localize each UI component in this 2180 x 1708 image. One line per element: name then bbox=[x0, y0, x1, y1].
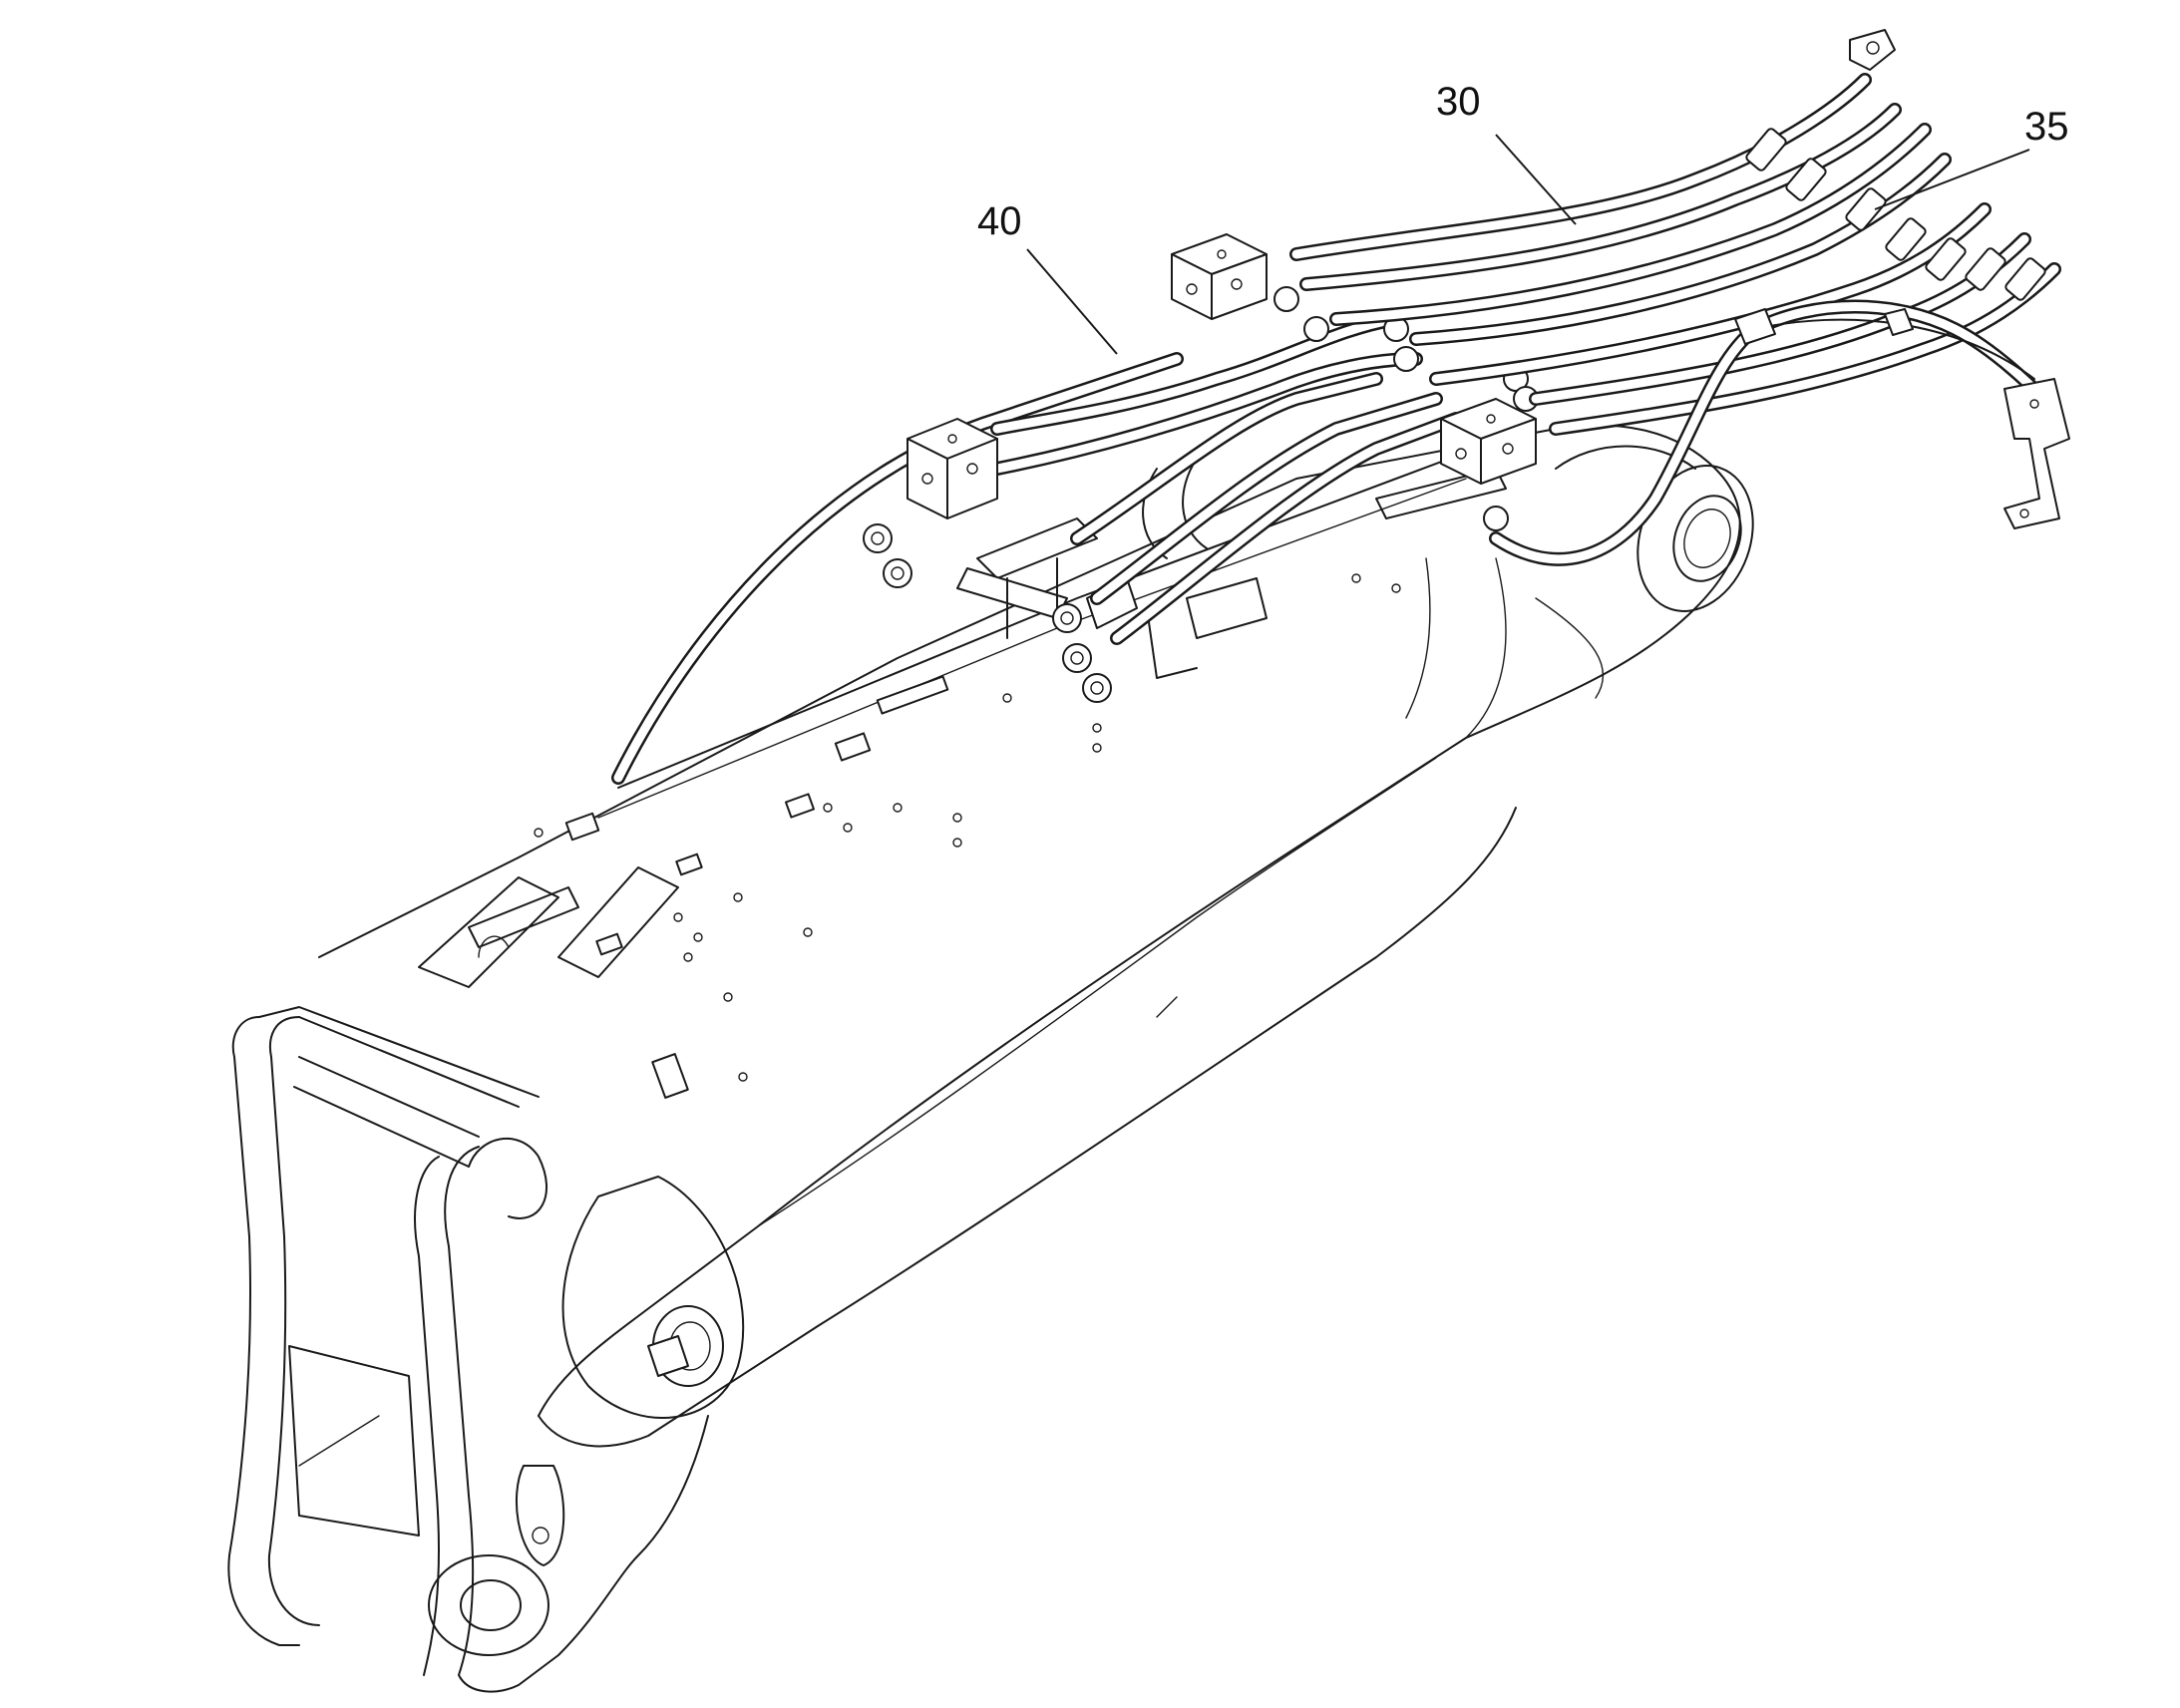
reference-numeral-35: 35 bbox=[2024, 105, 2069, 149]
reference-numerals: 30 35 40 bbox=[977, 80, 2069, 355]
leader-line-40 bbox=[1026, 248, 1118, 355]
hose-end-fittings bbox=[1745, 29, 2046, 301]
valve-manifold-blocks bbox=[863, 233, 1539, 703]
hose-bundle-30 bbox=[1289, 29, 2061, 436]
reference-numeral-30: 30 bbox=[1436, 80, 1481, 124]
manifold-block-rear bbox=[1440, 398, 1537, 485]
deck-bolt-grid bbox=[534, 573, 1401, 1082]
harness-35 bbox=[1489, 299, 2070, 566]
leader-line-30 bbox=[1495, 134, 1577, 225]
reference-numeral-40: 40 bbox=[977, 199, 1022, 243]
leader-line-35 bbox=[1874, 149, 2030, 210]
manifold-block-front bbox=[907, 418, 998, 519]
manifold-block-upper bbox=[1171, 233, 1268, 320]
boom-structure bbox=[227, 424, 1754, 1693]
